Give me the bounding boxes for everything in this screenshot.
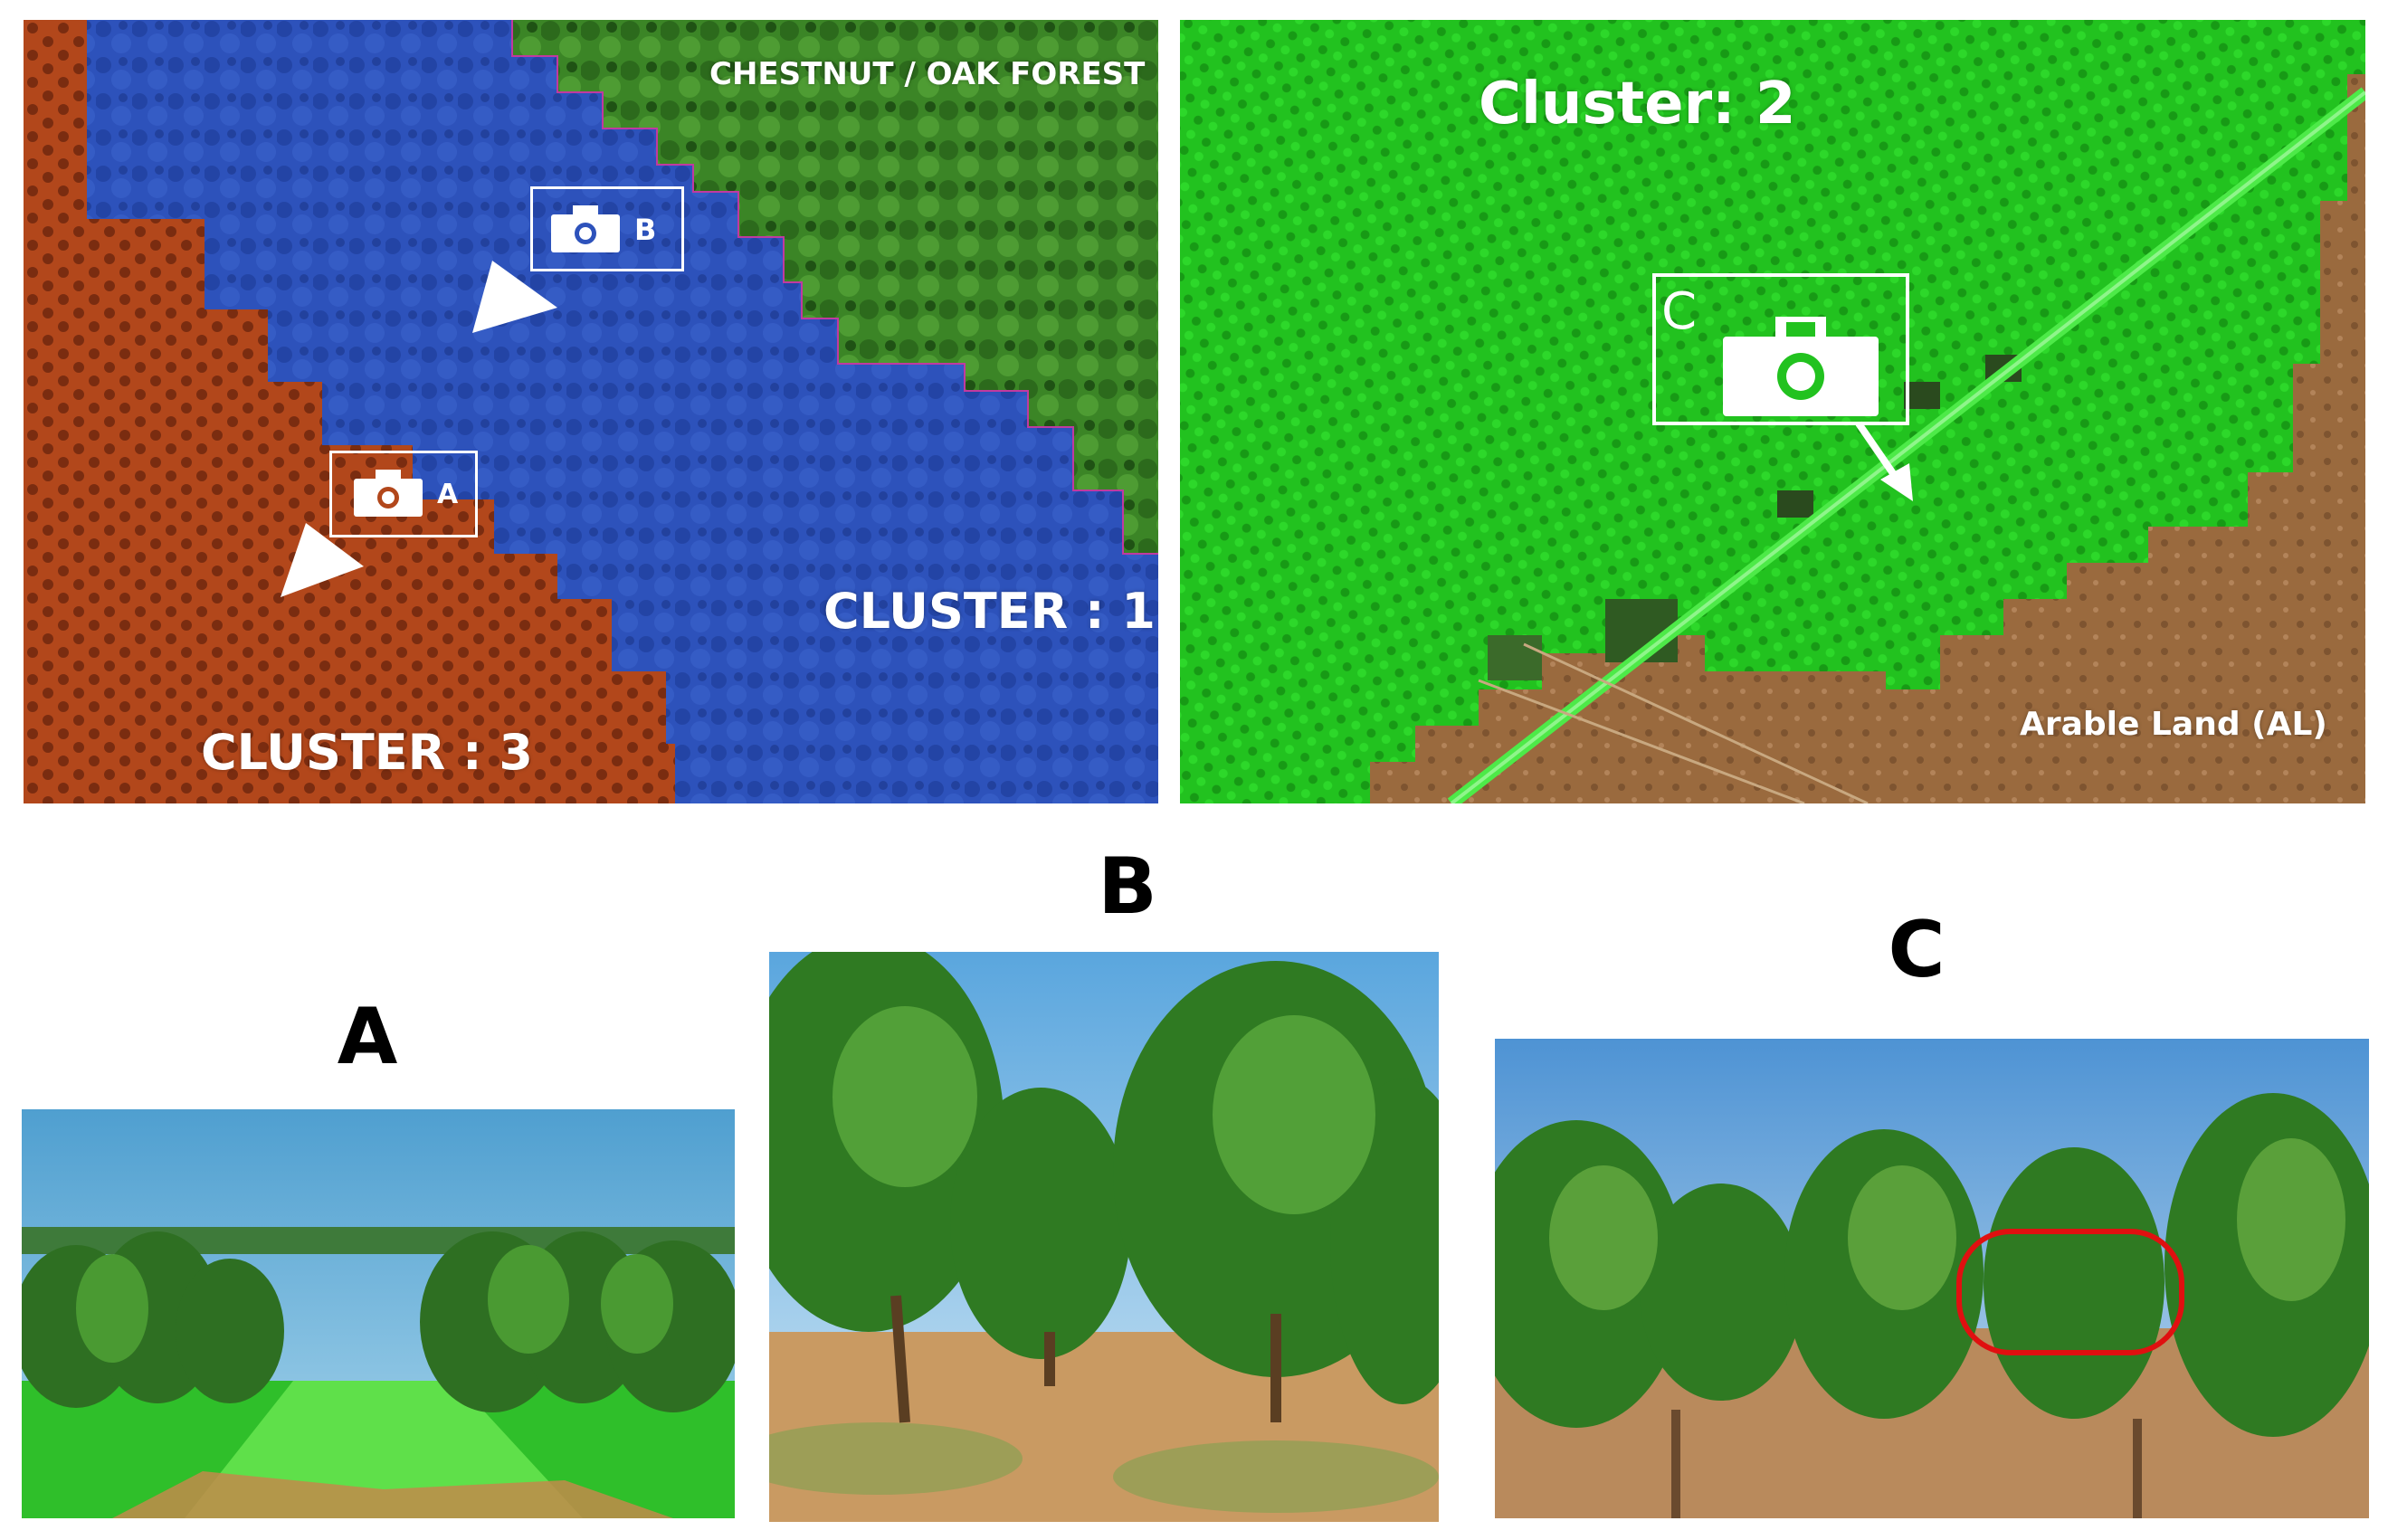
photo-a-label: A [337,992,398,1082]
cluster-2-label: Cluster: 2 [1479,71,1796,138]
camera-icon [354,470,423,517]
forest-label: CHESTNUT / OAK FOREST [709,56,1146,92]
camera-b-marker[interactable]: B [530,186,684,271]
photo-c-label: C [1888,905,1946,995]
direction-arrow-a [281,523,364,597]
direction-arrow-c [1855,421,1913,501]
camera-b-letter: B [634,213,657,247]
camera-icon [1723,317,1879,416]
photo-b-image [769,952,1439,1522]
camera-c-letter: C [1661,282,1698,341]
photo-b [769,952,1439,1522]
camera-a-letter: A [437,479,459,510]
right-map-panel: Cluster: 2 Arable Land (AL) C [1180,20,2365,803]
photo-a [22,1109,735,1518]
camera-a-marker[interactable]: A [329,451,478,537]
camera-c-marker[interactable]: C [1652,273,1909,425]
highlight-ellipse [1956,1229,2184,1355]
arable-land-label: Arable Land (AL) [2020,706,2327,743]
photo-b-label: B [1098,841,1157,932]
photo-a-image [22,1109,735,1518]
direction-arrow-b [472,261,557,333]
cluster-1-label: CLUSTER : 1 [823,583,1156,640]
photo-c-image [1495,1039,2369,1518]
photo-c [1495,1039,2369,1518]
cluster-3-label: CLUSTER : 3 [201,724,533,781]
left-map-panel: CHESTNUT / OAK FOREST CLUSTER : 1 CLUSTE… [24,20,1158,803]
left-map-image [24,20,1158,803]
camera-icon [551,205,620,252]
